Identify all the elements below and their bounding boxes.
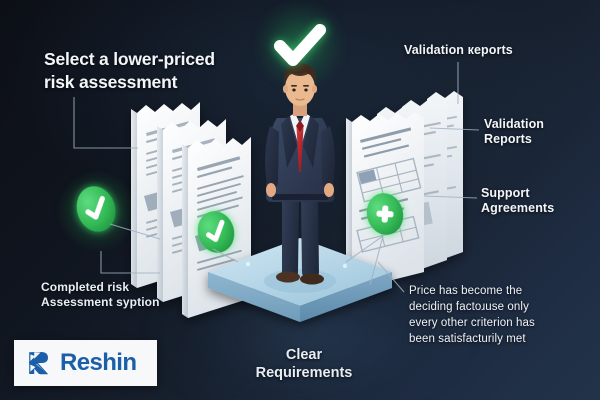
connector-validation-side: [429, 127, 480, 131]
connector-badge-platform-l: [212, 248, 239, 263]
connector-badge-platform-r2: [369, 235, 384, 286]
label-clear-requirements: Clear Requirements: [255, 347, 353, 382]
connector-badge-platform-r: [345, 235, 384, 263]
label-validation-reports-side: Validation Reports: [484, 117, 545, 147]
connector-price: [377, 261, 405, 293]
connector-title-left: [73, 97, 138, 149]
reshin-r-monogram-icon: [29, 352, 48, 375]
connector-support: [423, 195, 478, 199]
hero-check-icon: [274, 24, 326, 66]
label-price-note: Price has become the deciding factoɹuse …: [409, 285, 535, 345]
businessman-figure: [265, 63, 335, 285]
label-completed-risk-assessment: Completed risk Assessment syption: [41, 280, 160, 309]
label-validation-reports-top: Validation кeports: [404, 43, 513, 57]
logo-wordmark: Reshin: [60, 349, 137, 376]
label-support-agreements: Support Agreements: [481, 186, 555, 216]
page-title: Select a lower-priced risk assessment: [44, 49, 215, 92]
left-document-stack: [131, 102, 251, 318]
right-doc-plus-badge: [366, 193, 404, 235]
left-doc-check-badge: [197, 211, 235, 253]
connector-completed: [100, 251, 160, 274]
brand-logo: Reshin: [14, 340, 157, 386]
connector-badge-left: [109, 223, 161, 240]
standalone-check-badge: [76, 186, 116, 232]
